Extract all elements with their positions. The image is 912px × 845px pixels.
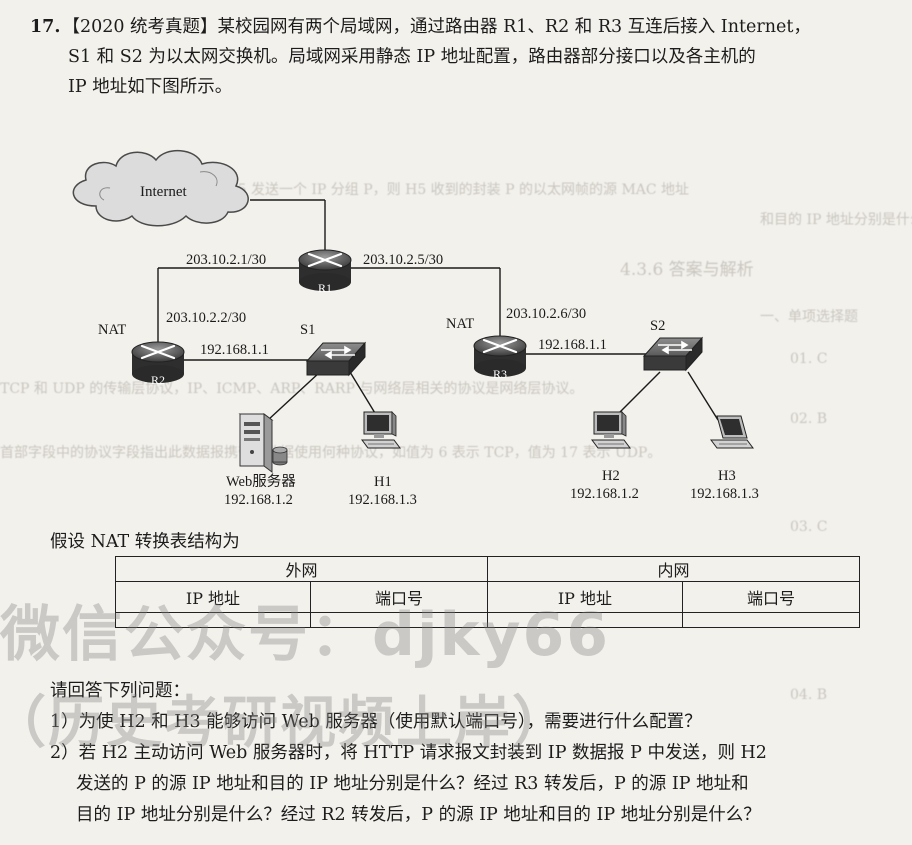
internet-cloud-icon: Internet <box>72 149 249 227</box>
r1-left-ip-label: 203.10.2.1/30 <box>186 252 266 268</box>
h2-ip: 192.168.1.2 <box>570 486 639 502</box>
link-s1-h1 <box>349 371 379 419</box>
nat-table-group-row: 外网 内网 <box>115 556 861 582</box>
web-server-name: Web服务器 <box>226 473 296 490</box>
links <box>157 199 719 421</box>
r2-label: R2 <box>151 373 165 387</box>
bleed-text: TCP 和 UDP 的传输层协议，IP、ICMP、ARP、RARP 与网络层相关… <box>0 381 584 397</box>
web-server-ip: 192.168.1.2 <box>224 492 293 508</box>
router-r2-icon: R2 <box>131 341 185 387</box>
h3-ip: 192.168.1.3 <box>690 486 759 502</box>
bleed-text: 02. B <box>790 411 828 427</box>
link-s2-h3 <box>687 371 719 421</box>
bleed-text: 04. B <box>790 687 828 703</box>
s1-label: S1 <box>300 322 315 338</box>
question-2-line-3: 目的 IP 地址分别是什么？经过 R2 转发后，P 的源 IP 地址和目的 IP… <box>76 805 761 825</box>
bleed-text: 和目的 IP 地址分别是什么？ <box>760 212 912 228</box>
question-line-3: IP 地址如下图所示。 <box>68 77 233 97</box>
r3-label: R3 <box>493 367 507 381</box>
h1-ip: 192.168.1.3 <box>348 492 417 508</box>
nat-col-external-port: 端口号 <box>309 581 488 613</box>
internet-label: Internet <box>140 184 187 200</box>
nat-group-internal: 内网 <box>486 556 861 582</box>
router-r1-icon: R1 <box>298 249 352 295</box>
bleed-text: 4）若 H4 向 H5 发送一个 IP 分组 P，则 H5 收到的封装 P 的以… <box>140 182 690 198</box>
router-r3-icon: R3 <box>473 335 527 381</box>
nat-col-internal-port: 端口号 <box>681 581 861 613</box>
switch-s2-icon <box>642 336 704 372</box>
nat-group-external: 外网 <box>115 556 488 582</box>
question-header: 17.【2020 统考真题】某校园网有两个局域网，通过路由器 R1、R2 和 R… <box>30 12 890 102</box>
bleed-text: 03. C <box>790 519 828 535</box>
nat-table: 外网 内网 IP 地址 端口号 IP 地址 端口号 <box>115 556 861 628</box>
s2-label: S2 <box>650 318 665 334</box>
nat-table-blank-row <box>115 612 861 628</box>
r2-wan-ip-label: 203.10.2.2/30 <box>166 310 246 326</box>
questions-intro: 请回答下列问题： <box>50 681 190 701</box>
h3-name: H3 <box>718 468 736 484</box>
bleed-text: 首部字段中的协议字段指出此数据报携带的数据使用何种协议，如值为 6 表示 TCP… <box>0 445 662 461</box>
network-diagram: Internet R1 R2 <box>72 149 759 508</box>
r1-label: R1 <box>318 281 332 295</box>
nat-table-header-row: IP 地址 端口号 IP 地址 端口号 <box>115 581 861 613</box>
nat-col-external-ip: IP 地址 <box>115 581 311 613</box>
h2-computer-icon <box>591 411 631 449</box>
bleed-text: 一、单项选择题 <box>760 309 858 325</box>
r1-right-ip-label: 203.10.2.5/30 <box>363 252 443 268</box>
nat-table-caption: 假设 NAT 转换表结构为 <box>50 532 240 552</box>
h2-name: H2 <box>602 468 620 484</box>
sub-questions: 请回答下列问题： 1）为使 H2 和 H3 能够访问 Web 服务器（使用默认端… <box>50 676 900 831</box>
question-line-1: 【2020 统考真题】某校园网有两个局域网，通过路由器 R1、R2 和 R3 互… <box>62 17 811 37</box>
question-2-line-1: 2）若 H2 主动访问 Web 服务器时，将 HTTP 请求报文封装到 IP 数… <box>50 743 767 763</box>
web-server-icon <box>238 413 288 473</box>
bleed-text: 01. C <box>790 351 828 367</box>
switch-s1-icon <box>305 341 367 377</box>
h1-computer-icon <box>361 411 401 449</box>
link-s1-web <box>267 371 321 421</box>
nat-right-label: NAT <box>446 316 474 332</box>
r3-lan-ip-label: 192.168.1.1 <box>538 337 607 353</box>
bleed-text: 4.3.6 答案与解析 <box>620 260 754 280</box>
h1-name: H1 <box>374 474 392 490</box>
r2-lan-ip-label: 192.168.1.1 <box>200 342 269 358</box>
question-1: 1）为使 H2 和 H3 能够访问 Web 服务器（使用默认端口号），需要进行什… <box>50 712 702 732</box>
h3-laptop-icon <box>710 415 754 449</box>
nat-left-label: NAT <box>98 322 126 338</box>
nat-col-internal-ip: IP 地址 <box>486 581 683 613</box>
r3-wan-ip-label: 203.10.2.6/30 <box>506 306 586 322</box>
question-2-line-2: 发送的 P 的源 IP 地址和目的 IP 地址分别是什么？经过 R3 转发后，P… <box>76 774 749 794</box>
question-line-2: S1 和 S2 为以太网交换机。局域网采用静态 IP 地址配置，路由器部分接口以… <box>68 47 756 67</box>
question-number: 17. <box>30 17 61 37</box>
